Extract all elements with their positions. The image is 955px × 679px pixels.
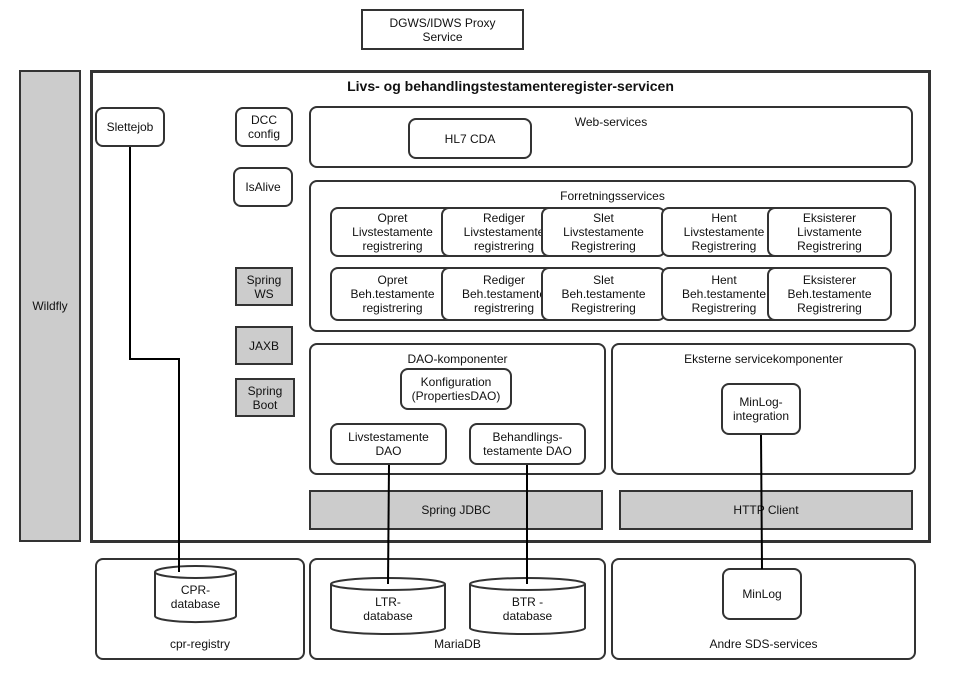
ltr-database: LTR- database <box>363 595 413 623</box>
wildfly-container: Wildfly <box>19 70 81 542</box>
service-box: Eksisterer Livstamente Registrering <box>767 207 892 257</box>
forretningsservices-label: Forretningsservices <box>560 189 665 203</box>
eksterne-label: Eksterne servicekomponenter <box>684 352 843 366</box>
service-box: Opret Beh.testamente registrering <box>330 267 455 321</box>
dcc-config: DCC config <box>235 107 293 147</box>
service-box: Hent Beh.testamente Registrering <box>661 267 787 321</box>
spring-boot: Spring Boot <box>235 378 295 417</box>
minlog-service: MinLog <box>722 568 802 620</box>
main-title: Livs- og behandlingstestamenteregister-s… <box>347 78 674 94</box>
mariadb-label: MariaDB <box>434 637 481 651</box>
main-service-boundary <box>90 70 931 543</box>
dao-label: DAO-komponenter <box>407 352 508 366</box>
service-box: Slet Livstestamente Registrering <box>541 207 666 257</box>
btr-database: BTR - database <box>502 595 553 623</box>
slettejob: Slettejob <box>95 107 165 147</box>
behandlingstestamente-dao: Behandlings- testamente DAO <box>469 423 586 465</box>
http-client: HTTP Client <box>619 490 913 530</box>
hl7-cda: HL7 CDA <box>408 118 532 159</box>
livstestamente-dao: Livstestamente DAO <box>330 423 447 465</box>
service-box: Slet Beh.testamente Registrering <box>541 267 666 321</box>
service-box: Eksisterer Beh.testamente Registrering <box>767 267 892 321</box>
cpr-registry-label: cpr-registry <box>169 637 230 651</box>
service-box: Opret Livstestamente registrering <box>330 207 455 257</box>
minlog-integration: MinLog- integration <box>721 383 801 435</box>
andre-sds-label: Andre SDS-services <box>709 637 818 651</box>
spring-jdbc: Spring JDBC <box>309 490 603 530</box>
cpr-database: CPR- database <box>170 583 221 611</box>
web-services-label: Web-services <box>574 115 648 129</box>
jaxb: JAXB <box>235 326 293 365</box>
spring-ws: Spring WS <box>235 267 293 306</box>
isalive: IsAlive <box>233 167 293 207</box>
proxy-service: DGWS/IDWS Proxy Service <box>361 9 524 50</box>
konfiguration-dao: Konfiguration (PropertiesDAO) <box>400 368 512 410</box>
